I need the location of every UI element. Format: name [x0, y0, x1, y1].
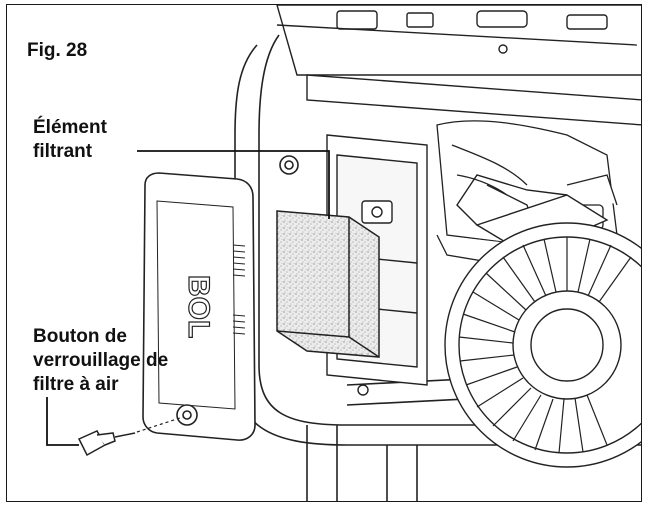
figure-label: Fig. 28	[27, 40, 88, 61]
generator-illustration: BOL	[46, 5, 641, 501]
callout-filter-element: Élément filtrant	[33, 116, 107, 164]
lock-knob	[77, 416, 184, 457]
callout-filter-element-line2: filtrant	[33, 141, 93, 162]
callout-filter-element-line1: Élément	[33, 117, 107, 138]
callout-lock-button: Bouton de verrouillage de filtre à air	[33, 325, 168, 397]
leader-lines	[46, 150, 330, 446]
callout-lock-button-line1: Bouton de	[33, 326, 127, 347]
callout-lock-button-line3: filtre à air	[33, 374, 119, 395]
callout-lock-button-line2: verrouillage de	[33, 350, 169, 371]
filter-element	[276, 210, 380, 358]
recoil-starter	[444, 174, 641, 468]
top-control-panel	[276, 5, 641, 126]
air-filter-cover	[142, 172, 256, 441]
cover-engraving: BOL	[182, 275, 215, 338]
figure-frame: BOL Fig. 28 Élément filtrant Bouton de v…	[6, 4, 642, 502]
